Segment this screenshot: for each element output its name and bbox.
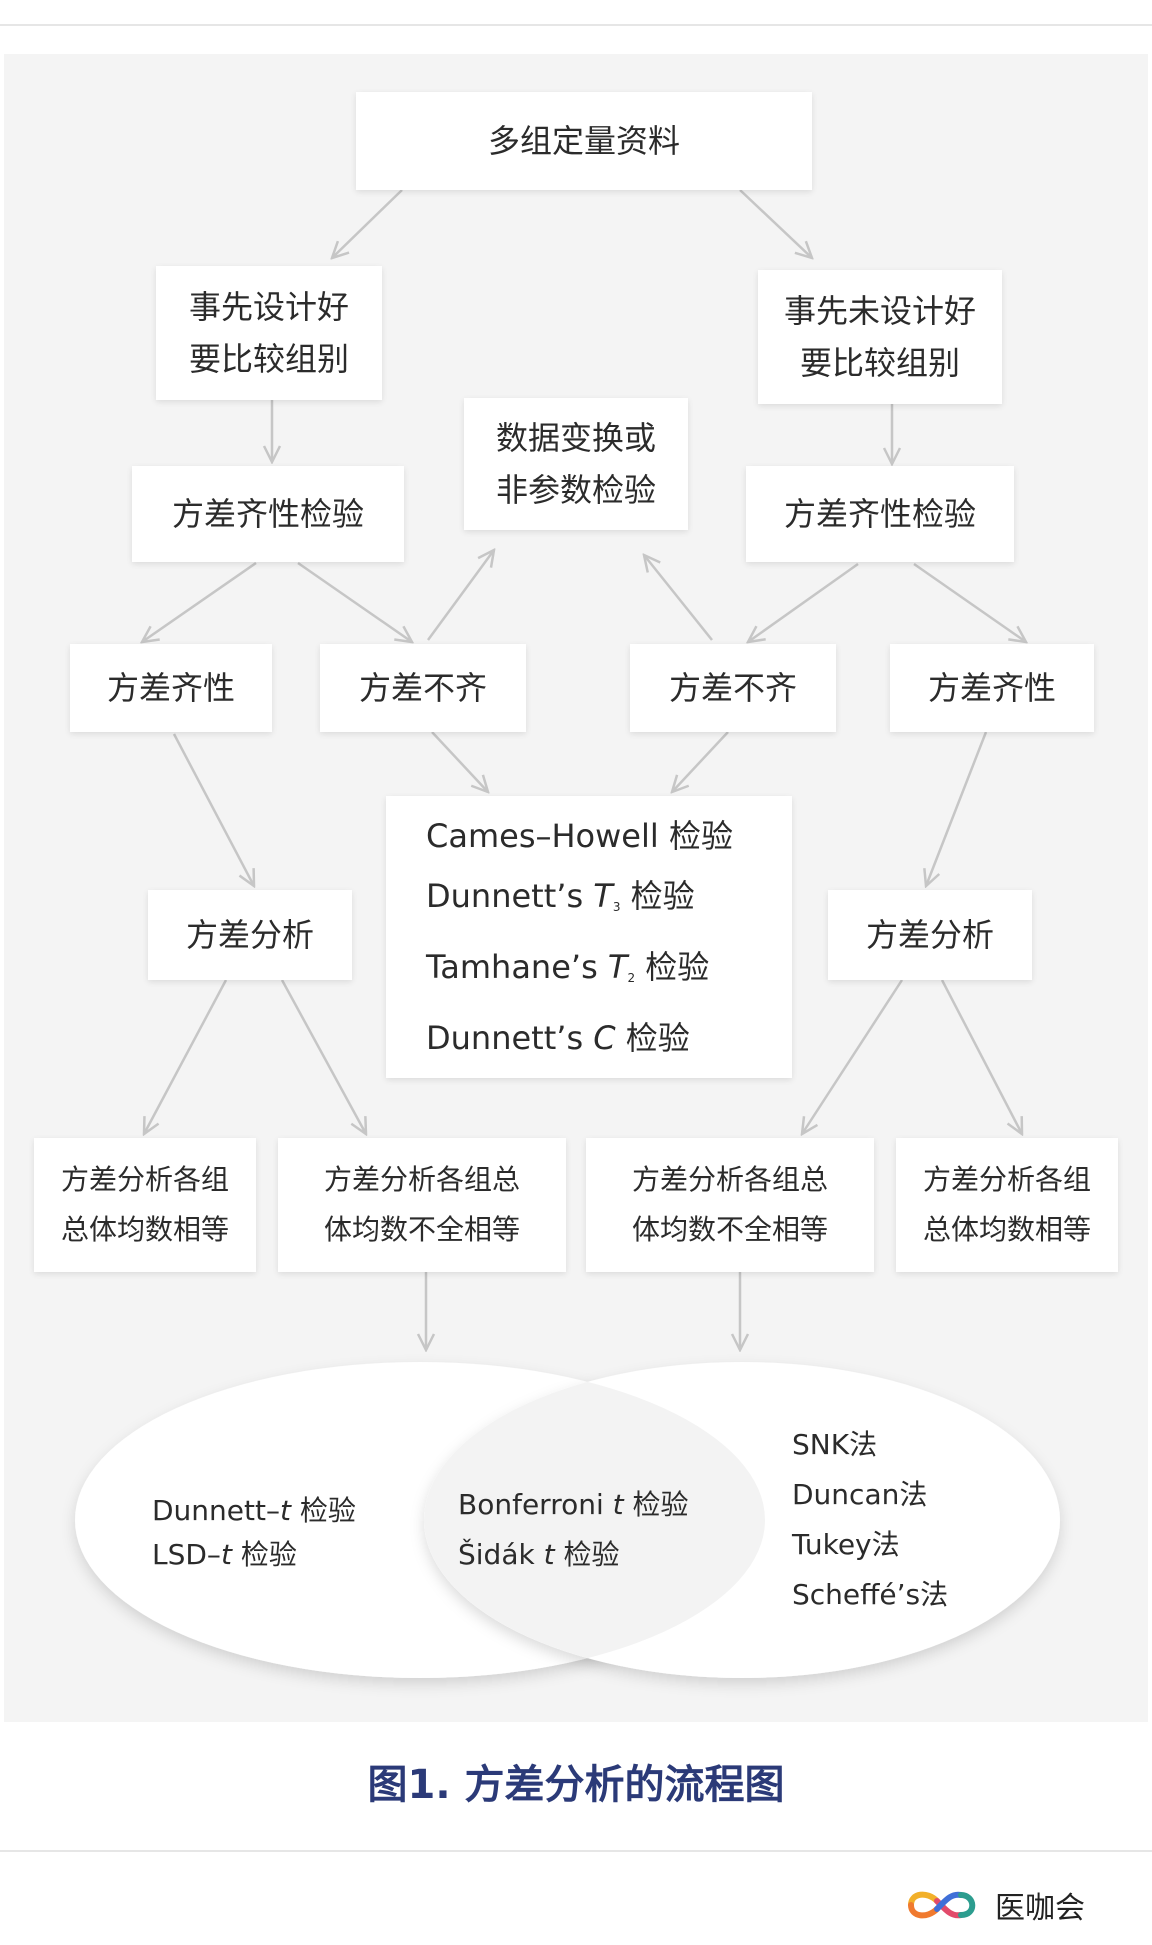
node-not-pre-designed-line-1: 事先未设计好 (783, 292, 976, 330)
brand-name: 医咖会 (995, 1891, 1085, 1926)
arrow-anova-right-to-equal (940, 979, 1022, 1134)
venn-duncan: Duncan法 (792, 1478, 928, 1511)
arrow-root-to-notpre (739, 189, 812, 258)
arrow-homo-left-to-anova (172, 733, 254, 886)
node-pre-designed-line-2: 要比较组别 (188, 340, 349, 378)
arrow-hetero-right-to-tests (672, 731, 729, 792)
node-homogeneity-test-right: 方差齐性检验 (746, 466, 1014, 562)
node-homogeneity-test-left: 方差齐性检验 (132, 466, 404, 562)
arrow-hetero-left-to-transform (426, 550, 494, 641)
node-result-unequal-left: 方差分析各组总 体均数不全相等 (278, 1138, 566, 1272)
node-not-pre-designed-line-2: 要比较组别 (799, 344, 960, 382)
test-games-howell: Cames–Howell 检验 (426, 817, 733, 855)
venn-sidak-t: Šidák t 检验 (458, 1538, 620, 1571)
arrow-test-to-homo-left (142, 561, 257, 642)
result-equal-left-line-2: 总体均数相等 (60, 1213, 229, 1246)
test-dunnett-c: Dunnett’s C 检验 (426, 1019, 690, 1057)
node-hetero-tests: Cames–Howell 检验 Dunnett’s T3 检验 Tamhane’… (386, 796, 792, 1078)
test-dunnett-t3: Dunnett’s T3 检验 (426, 877, 695, 915)
venn-left-text: Dunnett–t 检验 LSD–t 检验 (152, 1486, 356, 1580)
arrow-test-to-hetero-right (748, 562, 859, 642)
arrow-anova-right-to-unequal (802, 979, 904, 1134)
result-equal-right-line-2: 总体均数相等 (922, 1213, 1091, 1246)
node-transform: 数据变换或 非参数检验 (464, 398, 688, 530)
result-equal-left-line-1: 方差分析各组 (60, 1163, 229, 1196)
arrow-anova-left-to-unequal (280, 979, 366, 1134)
node-transform-line-2: 非参数检验 (495, 471, 656, 509)
node-hetero-right: 方差不齐 (630, 644, 836, 732)
node-homo-right: 方差齐性 (890, 644, 1094, 732)
venn-middle-text: Bonferroni t 检验 Šidák t 检验 (458, 1480, 689, 1580)
result-unequal-right-line-1: 方差分析各组总 (631, 1163, 828, 1196)
venn-bonferroni-t: Bonferroni t 检验 (458, 1488, 689, 1521)
arrow-hetero-right-to-transform (644, 555, 713, 641)
arrow-anova-left-to-equal (144, 979, 228, 1134)
venn-snk: SNK法 (792, 1428, 878, 1461)
node-pre-designed: 事先设计好 要比较组别 (156, 266, 382, 400)
arrow-hetero-left-to-tests (431, 731, 488, 792)
brand: 医咖会 (905, 1880, 1105, 1930)
venn-scheffe: Scheffé’s法 (792, 1578, 949, 1611)
venn-lsd-t: LSD–t 检验 (152, 1538, 297, 1571)
node-result-unequal-right: 方差分析各组总 体均数不全相等 (586, 1138, 874, 1272)
result-unequal-left-line-2: 体均数不全相等 (323, 1213, 520, 1246)
venn-overlap (424, 1362, 765, 1678)
result-unequal-left-line-1: 方差分析各组总 (323, 1163, 520, 1196)
node-anova-left: 方差分析 (148, 890, 352, 980)
figure-caption: 图1. 方差分析的流程图 (367, 1762, 785, 1808)
venn-dunnett-t: Dunnett–t 检验 (152, 1494, 356, 1527)
node-pre-designed-line-1: 事先设计好 (188, 288, 349, 326)
infinity-logo-icon (908, 1891, 976, 1919)
test-tamhane-t2: Tamhane’s T2 检验 (426, 948, 710, 986)
arrow-test-to-homo-right (913, 562, 1026, 642)
node-root: 多组定量资料 (356, 92, 812, 190)
arrow-homo-right-to-anova (926, 731, 988, 886)
node-result-equal-right: 方差分析各组 总体均数相等 (896, 1138, 1118, 1272)
node-anova-right: 方差分析 (828, 890, 1032, 980)
node-transform-line-1: 数据变换或 (495, 419, 656, 457)
result-unequal-right-line-2: 体均数不全相等 (631, 1213, 828, 1246)
venn-right-text: SNK法 Duncan法 Tukey法 Scheffé’s法 (792, 1420, 948, 1620)
arrow-test-to-hetero-left (297, 561, 412, 642)
venn-tukey: Tukey法 (792, 1528, 900, 1561)
arrow-root-to-pre (332, 189, 403, 258)
node-not-pre-designed: 事先未设计好 要比较组别 (758, 270, 1002, 404)
top-divider (0, 24, 1152, 26)
result-equal-right-line-1: 方差分析各组 (922, 1163, 1091, 1196)
bottom-divider (0, 1850, 1152, 1852)
node-result-equal-left: 方差分析各组 总体均数相等 (34, 1138, 256, 1272)
node-hetero-left: 方差不齐 (320, 644, 526, 732)
node-homo-left: 方差齐性 (70, 644, 272, 732)
